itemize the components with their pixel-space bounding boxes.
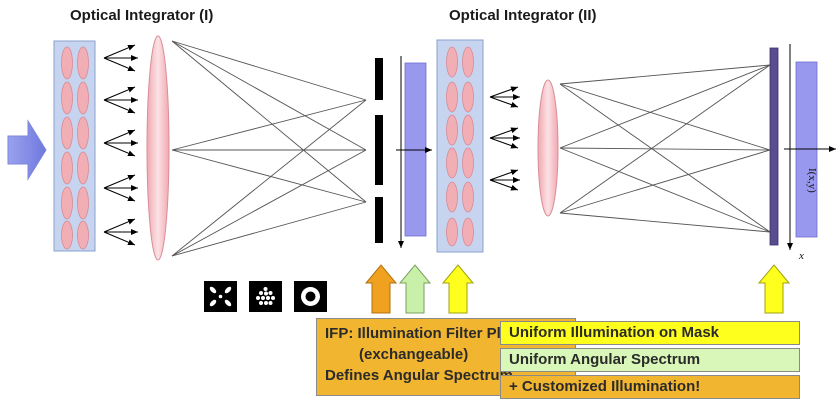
arrow-yellow-up-2 <box>757 264 791 314</box>
condenser-lens-1 <box>146 35 170 261</box>
title-integrator-2: Optical Integrator (II) <box>449 7 597 24</box>
ifp-line-2: (exchangeable) <box>359 346 469 363</box>
dot-cluster-icon <box>249 281 282 312</box>
ring-icon <box>294 281 327 312</box>
condenser-lens-2 <box>537 79 559 217</box>
intensity-axis-label: I(x,y) <box>806 168 818 193</box>
title-integrator-1: Optical Integrator (I) <box>70 7 214 24</box>
indicator-arrows <box>364 264 791 314</box>
x-axis-label: x <box>799 250 804 262</box>
arrow-yellow-up-1 <box>441 264 475 314</box>
ifp-line-3: Defines Angular Spectrum <box>325 367 513 384</box>
ifp-line-1: IFP: Illumination Filter Plate <box>325 325 523 342</box>
arrow-green-up <box>398 264 432 314</box>
uniform-angular-box: Uniform Angular Spectrum <box>500 348 800 372</box>
lenslet-array-2 <box>436 39 484 253</box>
ray-bundle-1 <box>171 40 367 257</box>
uniform-illumination-box: Uniform Illumination on Mask <box>500 321 800 345</box>
diverging-ray-arrows-2 <box>489 86 520 191</box>
lenslet-array-1 <box>53 40 96 252</box>
illumination-filter-plate <box>375 58 383 243</box>
input-light-arrow <box>7 119 47 181</box>
intermediate-intensity-profile <box>396 56 432 248</box>
ray-bundle-2 <box>559 64 771 233</box>
cross-pattern-icon <box>204 281 237 312</box>
arrow-orange-up <box>364 264 398 314</box>
customized-illumination-box: + Customized Illumination! <box>500 375 800 399</box>
mask-plane <box>769 44 836 250</box>
diverging-ray-arrows-1 <box>103 44 138 246</box>
filter-pattern-icons <box>204 281 327 312</box>
